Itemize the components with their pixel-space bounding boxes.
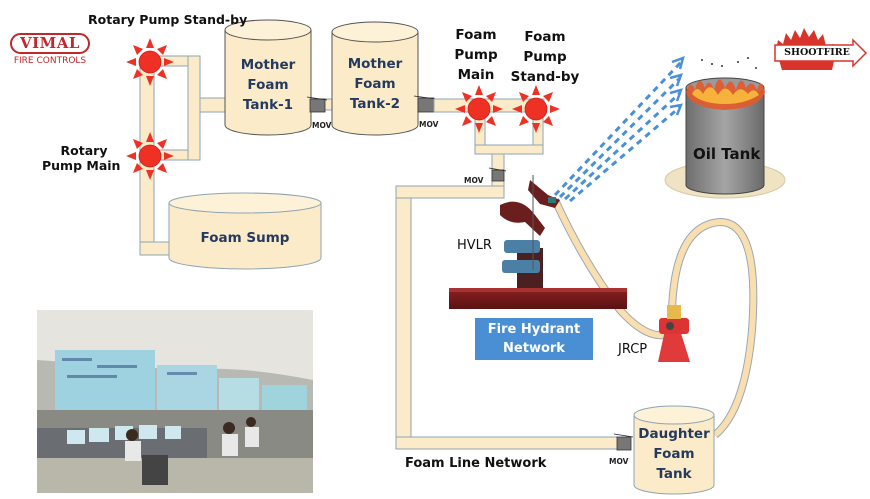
label-rotary-pump-main: Rotary Pump Main <box>42 143 120 173</box>
mov-valve-3[interactable] <box>488 167 507 182</box>
fire-flames-icon <box>686 57 765 110</box>
hvlr-label: HVLR <box>457 238 492 253</box>
shootfire-logo <box>774 28 868 70</box>
daughter-foam-tank <box>633 405 715 495</box>
label-foam-pump-main-line2: Pump <box>454 47 498 63</box>
shootfire-logo-text: SHOOTFIRE <box>784 47 850 58</box>
mother-foam-tank-2 <box>331 21 419 136</box>
fire-hydrant-label-line1: Fire Hydrant <box>487 322 581 337</box>
mother-tank-1-label: Mother Foam Tank-1 <box>228 55 308 115</box>
fire-hydrant-pipe <box>449 288 627 309</box>
mother-tank-2-label: Mother Foam Tank-2 <box>335 54 415 114</box>
label-foam-pump-standby: Foam Pump Stand-by <box>510 27 580 87</box>
mother-tank-2-label-line2: Foam <box>354 76 396 92</box>
mother-tank-1-label-line1: Mother <box>240 57 296 73</box>
daughter-tank-label-line2: Foam <box>653 446 695 462</box>
daughter-tank-label: Daughter Foam Tank <box>634 424 714 484</box>
jrcp-label: JRCP <box>618 342 648 357</box>
label-foam-pump-standby-line2: Pump <box>523 49 567 65</box>
foam-sump-tank <box>168 192 322 270</box>
fire-hydrant-label-line2: Network <box>503 341 565 356</box>
mov-label-1: MOV <box>312 121 332 130</box>
mother-tank-1-label-line2: Foam <box>247 77 289 93</box>
hose-jrcp-to-daughter <box>669 218 757 438</box>
label-foam-pump-main: Foam Pump Main <box>452 25 500 85</box>
mother-foam-tank-1 <box>224 19 312 136</box>
vimal-logo: VIMAL FIRE CONTROLS <box>4 33 96 73</box>
mother-tank-2-label-line3: Tank-2 <box>349 96 401 112</box>
label-foam-pump-main-line1: Foam <box>455 27 497 43</box>
daughter-tank-label-line3: Tank <box>656 466 692 482</box>
foam-pump-standby-icon[interactable] <box>511 84 561 134</box>
rotary-pump-standby-icon[interactable] <box>125 37 175 87</box>
vimal-logo-name: VIMAL <box>10 33 90 54</box>
foam-pump-pipe-network <box>395 98 619 450</box>
label-foam-pump-standby-line3: Stand-by <box>510 69 580 85</box>
foam-spray-icon <box>553 56 685 203</box>
hvlr-monitor-icon[interactable] <box>500 175 560 288</box>
mother-tank-1-label-line3: Tank-1 <box>242 97 294 113</box>
rotary-pump-main-icon[interactable] <box>125 131 175 181</box>
label-rotary-pump-main-line1: Rotary <box>60 143 108 158</box>
hose-hvlr-to-jrcp <box>552 198 666 339</box>
mov-label-2: MOV <box>419 120 439 129</box>
foam-sump-label: Foam Sump <box>200 230 290 246</box>
vimal-logo-subtitle: FIRE CONTROLS <box>13 56 87 66</box>
daughter-tank-label-line1: Daughter <box>638 426 710 442</box>
mov-label-4: MOV <box>609 457 629 466</box>
label-foam-pump-main-line3: Main <box>457 67 495 83</box>
label-foam-pump-standby-line1: Foam <box>524 29 566 45</box>
mov-valve-1[interactable] <box>306 96 328 113</box>
label-rotary-pump-main-line2: Pump Main <box>42 158 121 173</box>
control-room-photo <box>37 310 313 493</box>
mother-tank-2-label-line1: Mother <box>347 56 403 72</box>
fire-hydrant-network-box: Fire Hydrant Network <box>475 318 593 360</box>
mov-valve-4[interactable] <box>613 433 634 451</box>
mov-label-3: MOV <box>464 176 484 185</box>
foam-line-network-label: Foam Line Network <box>405 456 547 471</box>
oil-tank-label: Oil Tank <box>693 145 761 163</box>
jrcp-monitor-icon[interactable] <box>658 305 690 362</box>
foam-pump-main-icon[interactable] <box>454 84 504 134</box>
label-rotary-pump-standby: Rotary Pump Stand-by <box>88 12 248 27</box>
